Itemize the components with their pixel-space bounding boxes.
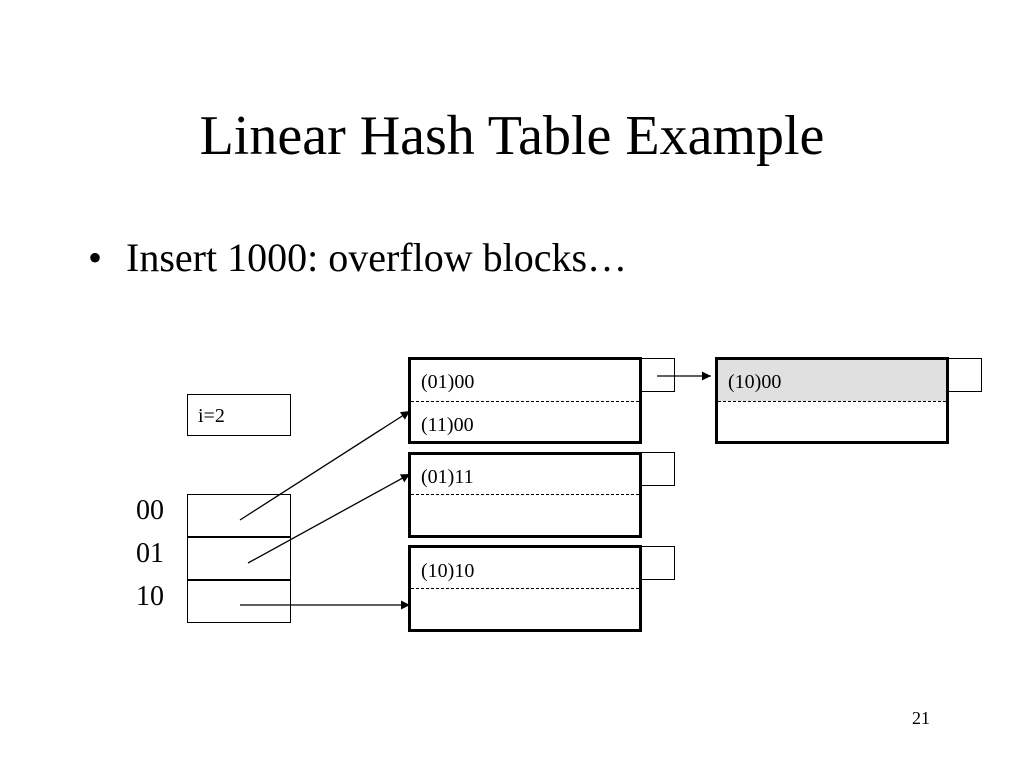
- page-number: 21: [912, 708, 930, 728]
- slide-title: Linear Hash Table Example: [199, 105, 825, 167]
- bucket-0-divider: [411, 401, 639, 402]
- directory-label-01: 01: [136, 538, 164, 569]
- bucket-1-divider: [411, 494, 639, 495]
- bullet-text: Insert 1000: overflow blocks…: [126, 235, 628, 280]
- bullet-marker: •: [88, 235, 103, 280]
- bucket-0-overflow-pointer: [641, 358, 675, 392]
- directory-cell-01: [187, 537, 291, 580]
- bucket-1-overflow-pointer: [641, 452, 675, 486]
- bucket-2-slot-0: (10)10: [421, 560, 475, 582]
- bucket-2-overflow-pointer: [641, 546, 675, 580]
- arrow-00-to-bucket-0: [239, 410, 411, 521]
- bucket-0-slot-0: (01)00: [421, 371, 475, 393]
- bullet-item: • Insert 1000: overflow blocks…: [88, 232, 627, 284]
- bucket-2-divider: [411, 588, 639, 589]
- bucket-1: (01)11: [408, 452, 642, 538]
- i-label: i=2: [198, 405, 225, 427]
- bucket-1-slot-0: (01)11: [421, 466, 474, 488]
- arrow-01-to-bucket-1: [247, 473, 411, 564]
- overflow-block-slot-0: (10)00: [728, 371, 782, 393]
- i-label-box: i=2: [187, 394, 291, 436]
- directory-label-10: 10: [136, 581, 164, 612]
- bucket-0-slot-1: (11)00: [421, 414, 474, 436]
- directory-cell-00: [187, 494, 291, 537]
- bucket-2: (10)10: [408, 545, 642, 632]
- overflow-block-slot-0-fill: [718, 360, 946, 401]
- overflow-block-divider: [718, 401, 946, 402]
- directory-cell-10: [187, 580, 291, 623]
- overflow-block: (10)00: [715, 357, 949, 444]
- overflow-block-pointer: [948, 358, 982, 392]
- directory-label-00: 00: [136, 495, 164, 526]
- bucket-0: (01)00 (11)00: [408, 357, 642, 444]
